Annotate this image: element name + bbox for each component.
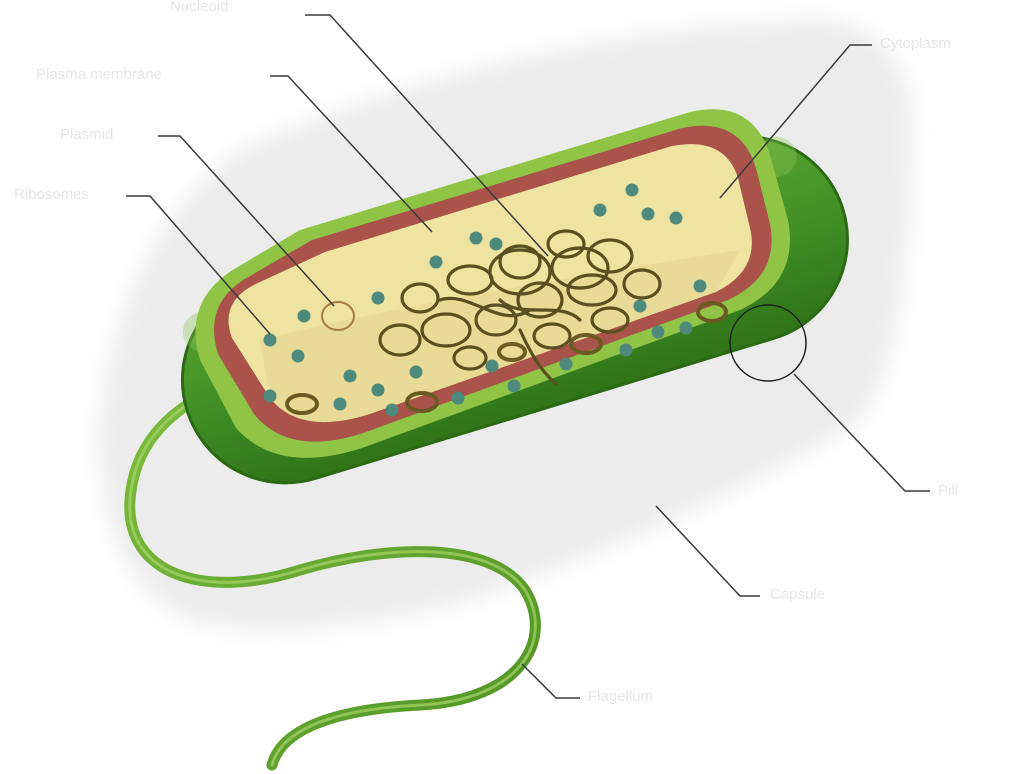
label-nucleoid: Nucleoid xyxy=(170,0,228,15)
label-flagellum: Flagellum xyxy=(588,688,653,705)
label-pili: Pili xyxy=(938,482,958,499)
label-cytoplasm: Cytoplasm xyxy=(880,35,951,52)
label-ribosomes: Ribosomes xyxy=(14,186,89,203)
label-plasma-membrane: Plasma membrane xyxy=(36,66,162,83)
label-plasmid: Plasmid xyxy=(60,126,113,143)
leader-flagellum xyxy=(522,664,580,698)
label-capsule: Capsule xyxy=(770,586,825,603)
